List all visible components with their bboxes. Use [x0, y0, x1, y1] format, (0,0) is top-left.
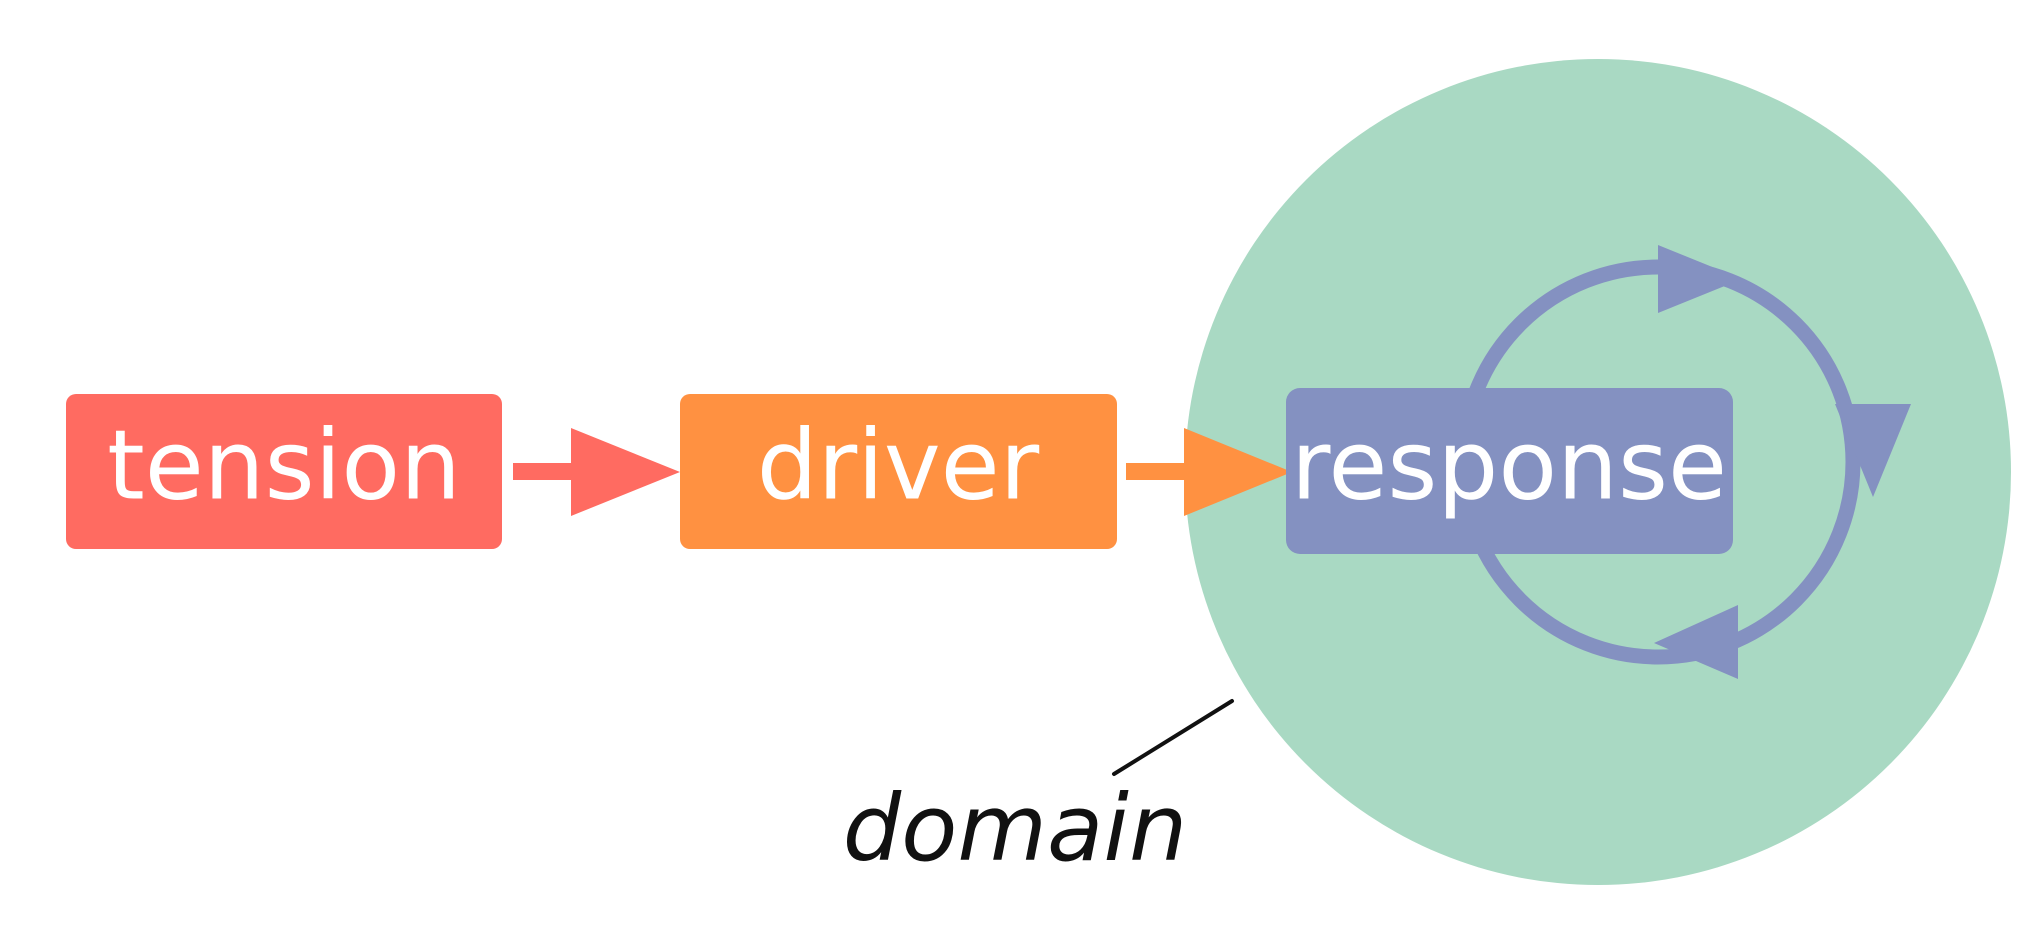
domain-label: domain: [843, 775, 1188, 882]
domain-callout-line: [1112, 699, 1234, 776]
right-arrow-icon: [1126, 428, 1292, 516]
driver-node: driver: [680, 394, 1117, 549]
tension-node: tension: [66, 394, 502, 549]
tension-box: [66, 394, 502, 549]
tension-label: tension: [107, 409, 461, 521]
response-box: [1286, 388, 1733, 554]
response-label: response: [1291, 409, 1727, 521]
right-arrow-icon: [513, 428, 680, 516]
response-node: response: [1286, 388, 1733, 554]
driver-label: driver: [757, 409, 1040, 521]
driver-box: [680, 394, 1117, 549]
